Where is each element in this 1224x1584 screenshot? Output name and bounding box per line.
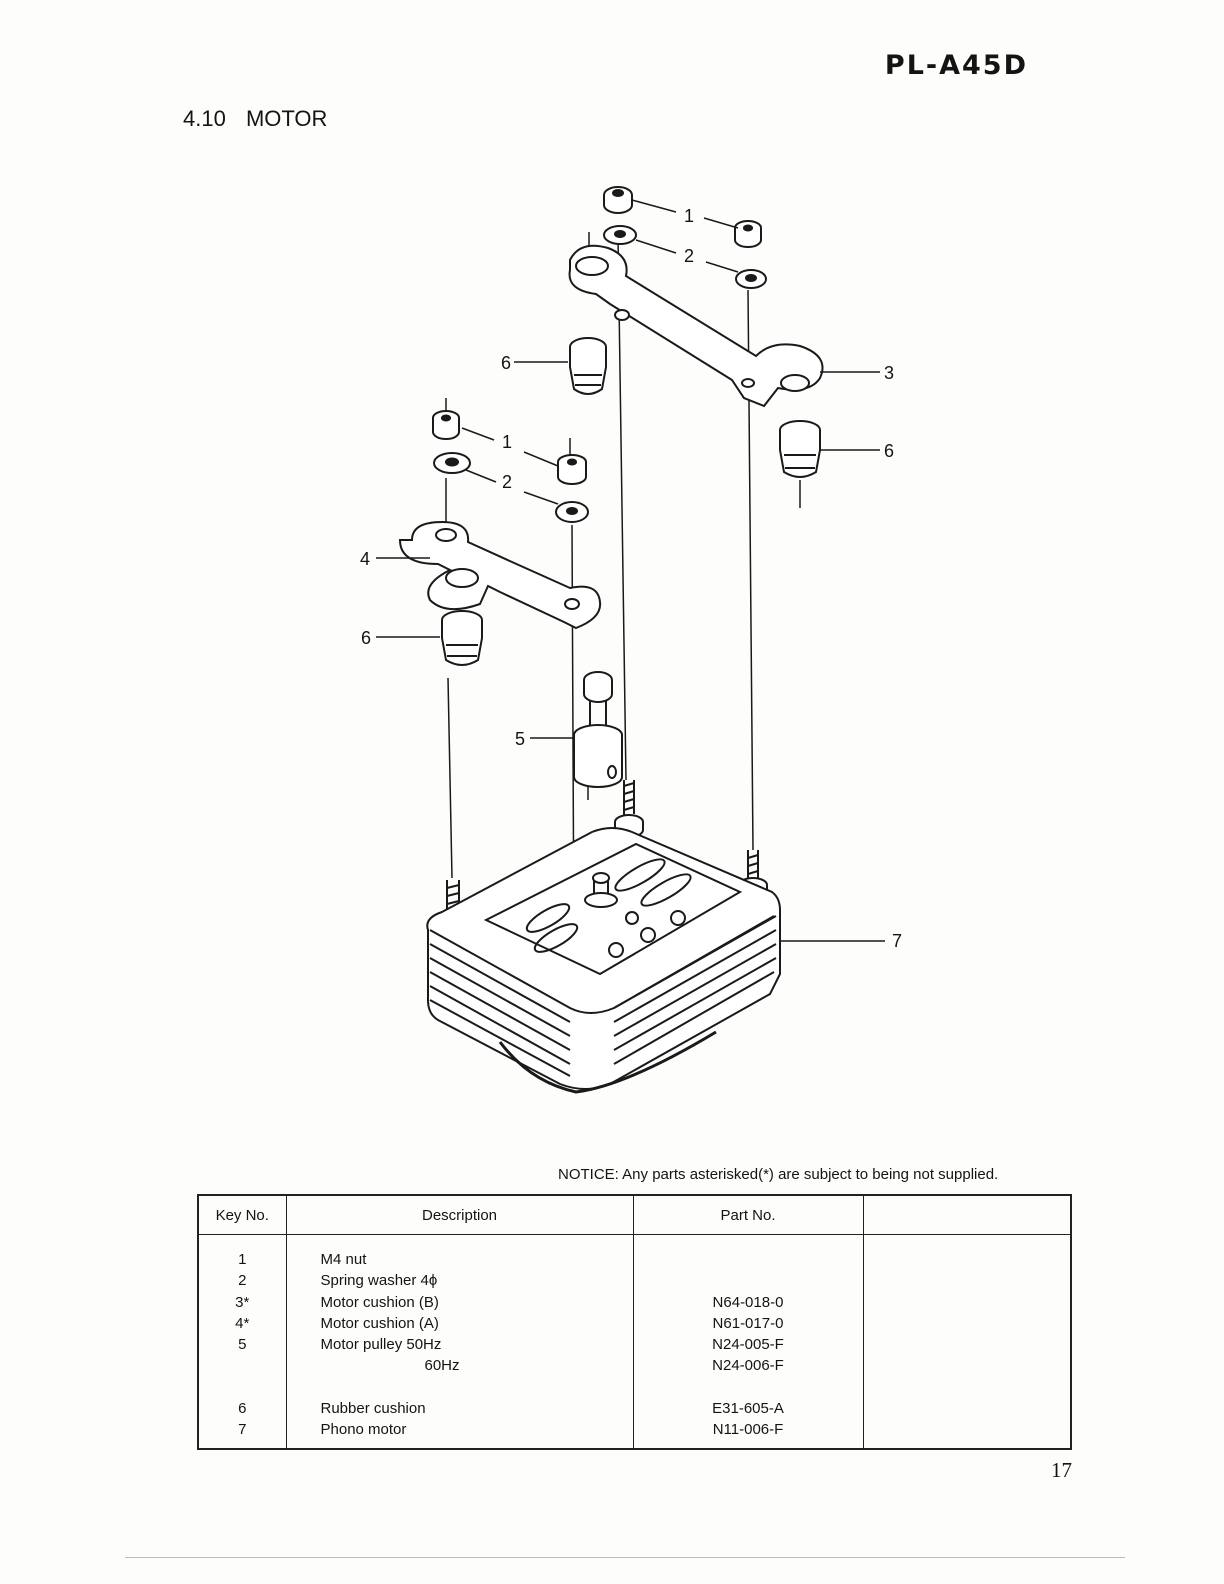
motor-cushion-b-bracket <box>568 244 824 408</box>
model-number: PL-A45D <box>884 50 1028 81</box>
motor-cushion-a-bracket <box>398 520 602 630</box>
washer-middle-left <box>433 452 471 474</box>
key-cell: 3* <box>235 1293 250 1311</box>
part-no-cell: N64-018-0 <box>712 1293 784 1311</box>
header-blank <box>862 1194 1072 1235</box>
part-no-cell <box>635 1270 862 1291</box>
part-no-cell: N24-006-F <box>712 1357 784 1375</box>
phono-motor <box>426 827 781 1094</box>
description-cell: Motor cushion (A) <box>320 1314 439 1332</box>
nut-middle-right <box>557 454 587 485</box>
washer-upper-right <box>735 269 767 289</box>
washer-upper-left <box>603 225 637 245</box>
key-cell: 2 <box>238 1272 247 1290</box>
callout-leaders <box>376 199 885 942</box>
header-part-no: Part No. <box>632 1194 864 1235</box>
header-key-no: Key No. <box>197 1194 287 1235</box>
callout-1-upper: 1 <box>684 206 694 226</box>
page-number: 17 <box>1051 1458 1072 1482</box>
key-cell <box>200 1377 285 1398</box>
key-cell <box>200 1355 285 1376</box>
part-no-column: N64-018-0 N61-017-0 N24-005-F N24-006-F … <box>632 1234 864 1449</box>
callout-2-middle: 2 <box>502 472 512 492</box>
key-cell: 4* <box>235 1314 250 1332</box>
key-column: 1 2 3* 4* 5 6 7 <box>197 1234 287 1449</box>
part-no-cell: N24-005-F <box>712 1336 784 1354</box>
bottom-rule <box>125 1557 1125 1558</box>
nut-middle-left <box>432 410 460 440</box>
nut-upper-left <box>603 186 633 214</box>
callout-2-upper: 2 <box>684 246 694 266</box>
washer-middle-right <box>555 501 589 523</box>
description-cell: 60Hz <box>424 1357 460 1375</box>
callout-6-upper-left: 6 <box>501 353 511 373</box>
description-column: M4 nut Spring washer 4ϕ Motor cushion (B… <box>285 1234 634 1449</box>
rubber-cushion-lower-left <box>441 610 483 666</box>
callout-7: 7 <box>892 931 902 951</box>
callout-4: 4 <box>360 549 370 569</box>
nut-upper-right <box>734 220 762 248</box>
section-heading: 4.10 MOTOR <box>183 106 327 132</box>
description-cell: Rubber cushion <box>320 1400 426 1418</box>
part-no-cell <box>635 1377 862 1398</box>
description-cell: Spring washer 4ϕ <box>320 1272 438 1290</box>
part-no-cell: N11-006-F <box>712 1421 784 1439</box>
rubber-cushion-right <box>779 420 821 478</box>
key-cell: 1 <box>238 1251 247 1268</box>
parts-table: Key No. Description Part No. 1 2 3* 4* 5… <box>197 1194 1072 1450</box>
description-cell: M4 nut <box>320 1251 367 1268</box>
callout-6-right: 6 <box>884 441 894 461</box>
callout-5: 5 <box>515 729 525 749</box>
part-no-cell: N61-017-0 <box>712 1314 784 1332</box>
key-cell: 6 <box>238 1400 247 1418</box>
description-cell: Motor pulley 50Hz <box>320 1336 442 1354</box>
notice-text: NOTICE: Any parts asterisked(*) are subj… <box>558 1166 999 1183</box>
blank-column <box>862 1234 1072 1449</box>
key-cell: 5 <box>238 1336 247 1354</box>
description-cell <box>321 1377 632 1398</box>
callout-3: 3 <box>884 363 894 383</box>
part-no-cell: E31-605-A <box>712 1400 784 1418</box>
description-cell: Motor cushion (B) <box>320 1293 439 1311</box>
callout-1-middle: 1 <box>502 432 512 452</box>
motor-pulley <box>573 671 623 788</box>
section-title: MOTOR <box>245 106 328 131</box>
description-cell: Phono motor <box>320 1421 407 1439</box>
part-no-cell <box>635 1249 862 1270</box>
header-description: Description <box>285 1194 634 1235</box>
key-cell: 7 <box>238 1421 247 1439</box>
table-body-row: 1 2 3* 4* 5 6 7 M4 nut Spring washer 4ϕ … <box>197 1234 1072 1449</box>
section-number: 4.10 <box>183 106 226 131</box>
table-header-row: Key No. Description Part No. <box>197 1194 1072 1235</box>
callout-6-lower-left: 6 <box>361 628 371 648</box>
rubber-cushion-upper-left <box>569 337 607 395</box>
callout-labels: 1 2 3 4 5 6 7 1 2 6 6 <box>360 206 902 951</box>
